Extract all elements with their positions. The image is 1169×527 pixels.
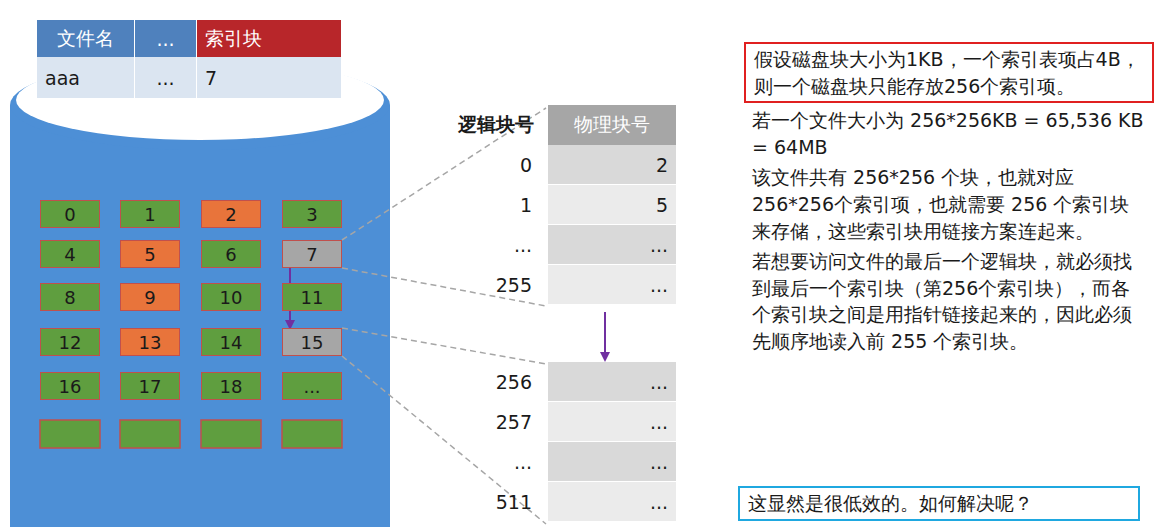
table-cell: 索引块 xyxy=(197,20,342,57)
block-number: 7 xyxy=(306,244,317,265)
block-number: 15 xyxy=(301,332,324,353)
disk-block: 6 xyxy=(201,240,261,268)
disk-block: 11 xyxy=(282,283,342,311)
disk-block: 2 xyxy=(201,200,261,228)
disk-block: 10 xyxy=(201,283,261,311)
block-number: 3 xyxy=(306,204,317,225)
disk-block: 18 xyxy=(201,372,261,400)
block-number: 18 xyxy=(220,376,243,397)
boxed-note: 这显然是很低效的。如何解决呢？ xyxy=(738,486,1140,521)
disk-body xyxy=(10,105,390,527)
block-number: 11 xyxy=(301,287,324,308)
note-text: 假设磁盘块大小为1KB，一个索引表项占4B，则一个磁盘块只能存放256个索引项。 xyxy=(754,46,1144,99)
index-cell: 物理块号 xyxy=(548,105,676,145)
note-paragraph: 若一个文件大小为 256*256KB = 65,536 KB = 64MB xyxy=(744,107,1154,160)
block-number: 12 xyxy=(59,332,82,353)
block-number: 1 xyxy=(144,204,155,225)
empty-blocks xyxy=(40,420,342,448)
index-cell: ... xyxy=(548,265,676,305)
disk-block: 12 xyxy=(40,328,100,356)
table-cell: 7 xyxy=(197,57,342,98)
leader-lines xyxy=(342,108,546,524)
block-number: 17 xyxy=(139,376,162,397)
block-number: ... xyxy=(303,376,320,397)
block-number: 13 xyxy=(139,332,162,353)
disk-block: 9 xyxy=(120,283,180,311)
disk-block: 8 xyxy=(40,283,100,311)
boxed-note: 假设磁盘块大小为1KB，一个索引表项占4B，则一个磁盘块只能存放256个索引项。 xyxy=(744,42,1154,103)
index-cell: 256 xyxy=(440,362,540,402)
index-cell: ... xyxy=(548,402,676,442)
block-number: 14 xyxy=(220,332,243,353)
index-cell: 0 xyxy=(440,145,540,185)
block-number: 4 xyxy=(64,244,75,265)
table-cell: aaa xyxy=(37,57,135,98)
index-cell: ... xyxy=(548,362,676,402)
index-cell: 255 xyxy=(440,265,540,305)
disk-block: 4 xyxy=(40,240,100,268)
note-paragraph: 该文件共有 256*256 个块，也就对应256*256个索引项，也就需要 25… xyxy=(744,164,1154,244)
index-cell: 257 xyxy=(440,402,540,442)
index-cell: ... xyxy=(548,482,676,522)
note-paragraph: 若想要访问文件的最后一个逻辑块，就必须找到最后一个索引块（第256个索引块），而… xyxy=(744,248,1154,354)
disk-block: 0 xyxy=(40,200,100,228)
index-cell: ... xyxy=(440,442,540,482)
index-chain-arrow xyxy=(604,312,606,360)
block-number: 16 xyxy=(59,376,82,397)
table-cell: 文件名 xyxy=(37,20,135,57)
block-number: 5 xyxy=(144,244,155,265)
index-cell: ... xyxy=(440,225,540,265)
index-cell: 1 xyxy=(440,185,540,225)
table-cell: ... xyxy=(135,57,197,98)
index-cell: ... xyxy=(548,442,676,482)
block-number: 9 xyxy=(144,287,155,308)
index-cell: 2 xyxy=(548,145,676,185)
disk-block: 7 xyxy=(282,240,342,268)
disk-block: 1 xyxy=(120,200,180,228)
block-number: 8 xyxy=(64,287,75,308)
note-text: 这显然是很低效的。如何解决呢？ xyxy=(748,490,1130,517)
disk-block: 5 xyxy=(120,240,180,268)
disk-block: 3 xyxy=(282,200,342,228)
index-cell: 511 xyxy=(440,482,540,522)
index-cell: 逻辑块号 xyxy=(430,106,542,144)
disk-block: 17 xyxy=(120,372,180,400)
table-cell: ... xyxy=(135,20,197,57)
disk-block: 13 xyxy=(120,328,180,356)
block-number: 6 xyxy=(225,244,236,265)
disk-block: 15 xyxy=(282,328,342,356)
block-number: 0 xyxy=(64,204,75,225)
index-cell: 5 xyxy=(548,185,676,225)
disk-block: 16 xyxy=(40,372,100,400)
index-cell: ... xyxy=(548,225,676,265)
disk-block: 14 xyxy=(201,328,261,356)
block-number: 2 xyxy=(225,204,236,225)
block-number: 10 xyxy=(220,287,243,308)
disk-block: ... xyxy=(282,372,342,400)
